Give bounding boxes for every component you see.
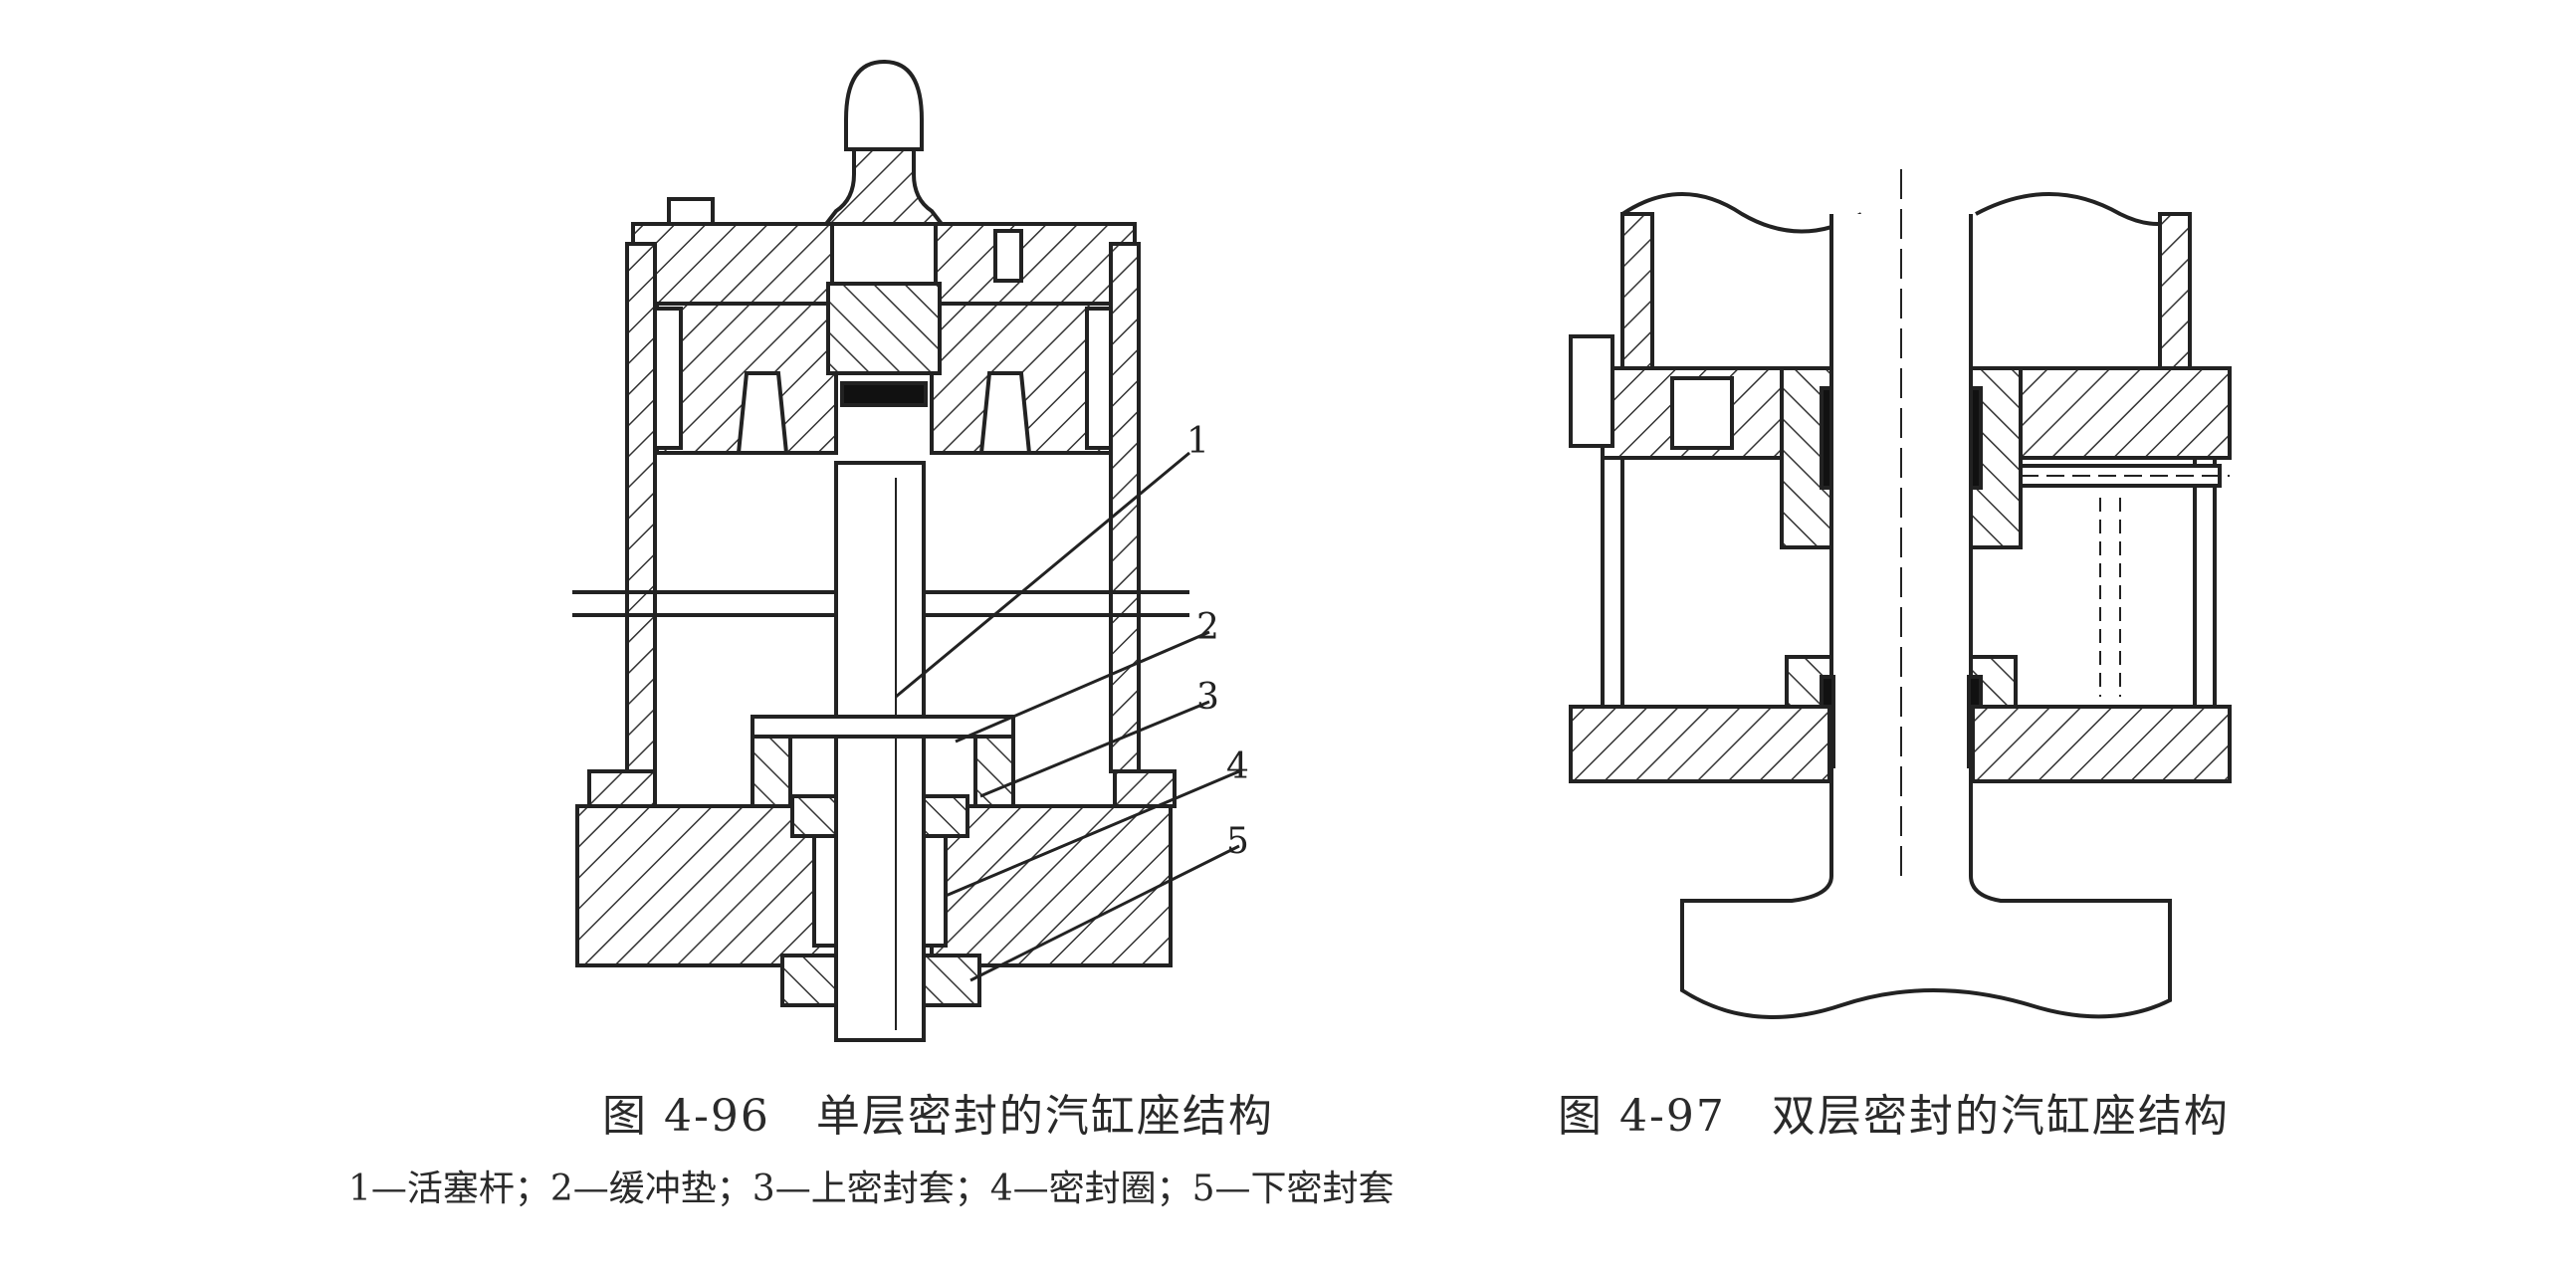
figure-97-drawing bbox=[1569, 169, 2232, 1019]
base-flange-left bbox=[587, 769, 657, 808]
flange-bolt-left bbox=[1569, 334, 1614, 448]
leader-4 bbox=[945, 769, 1240, 898]
rod-seal-black bbox=[840, 381, 928, 407]
leader-1 bbox=[895, 451, 1190, 699]
flange-bore-left bbox=[1670, 376, 1734, 450]
figure-96-legend: 1—活塞杆；2—缓冲垫；3—上密封套；4—密封圈；5—下密封套 bbox=[348, 1168, 1395, 1209]
base-plate-left bbox=[1569, 705, 1831, 783]
cylinder-wall-left bbox=[625, 242, 657, 773]
callout-4: 4 bbox=[1226, 746, 1249, 787]
seal-ring-right bbox=[922, 834, 948, 948]
top-cover-bore-left bbox=[993, 229, 1023, 283]
upper-groove-left bbox=[736, 371, 789, 455]
callout-5: 5 bbox=[1226, 821, 1249, 862]
cylinder-top-break-right bbox=[1975, 192, 2192, 226]
top-cover-right bbox=[934, 222, 1137, 306]
lower-seal-sleeve-left bbox=[780, 954, 838, 1007]
upper-seal-sleeve-right bbox=[922, 794, 969, 838]
buffer-pad-top bbox=[751, 715, 1015, 739]
upper-seal-left bbox=[653, 307, 683, 450]
seal-ring-left bbox=[812, 834, 838, 948]
figure-96-drawing bbox=[572, 59, 1240, 1042]
piston-rod bbox=[834, 461, 926, 1042]
rod-neck bbox=[821, 147, 947, 226]
upper-seal-sleeve-left bbox=[790, 794, 838, 838]
callout-3: 3 bbox=[1196, 677, 1219, 718]
leader-5 bbox=[969, 844, 1240, 982]
base-flange-right bbox=[1113, 769, 1177, 808]
leader-3 bbox=[979, 700, 1210, 798]
lower-seal-sleeve-right bbox=[922, 954, 981, 1007]
figure-96-caption: 图 4-96 单层密封的汽缸座结构 bbox=[602, 1091, 1274, 1142]
upper-groove-right bbox=[978, 371, 1032, 455]
figure-97-caption: 图 4-97 双层密封的汽缸座结构 bbox=[1558, 1091, 2230, 1142]
upper-flange-right bbox=[1989, 366, 2232, 460]
top-cover-left bbox=[631, 222, 834, 306]
rod-knob bbox=[844, 59, 924, 151]
figure-96-callouts: 1 2 3 4 5 bbox=[1186, 421, 1249, 862]
leader-2 bbox=[955, 630, 1210, 743]
callout-1: 1 bbox=[1186, 421, 1209, 462]
main-rod bbox=[1680, 214, 2172, 1019]
rod-nut bbox=[826, 282, 942, 375]
callout-2: 2 bbox=[1196, 607, 1219, 648]
base-plate-right bbox=[1971, 705, 2232, 783]
cylinder-top-break bbox=[1620, 192, 1863, 234]
